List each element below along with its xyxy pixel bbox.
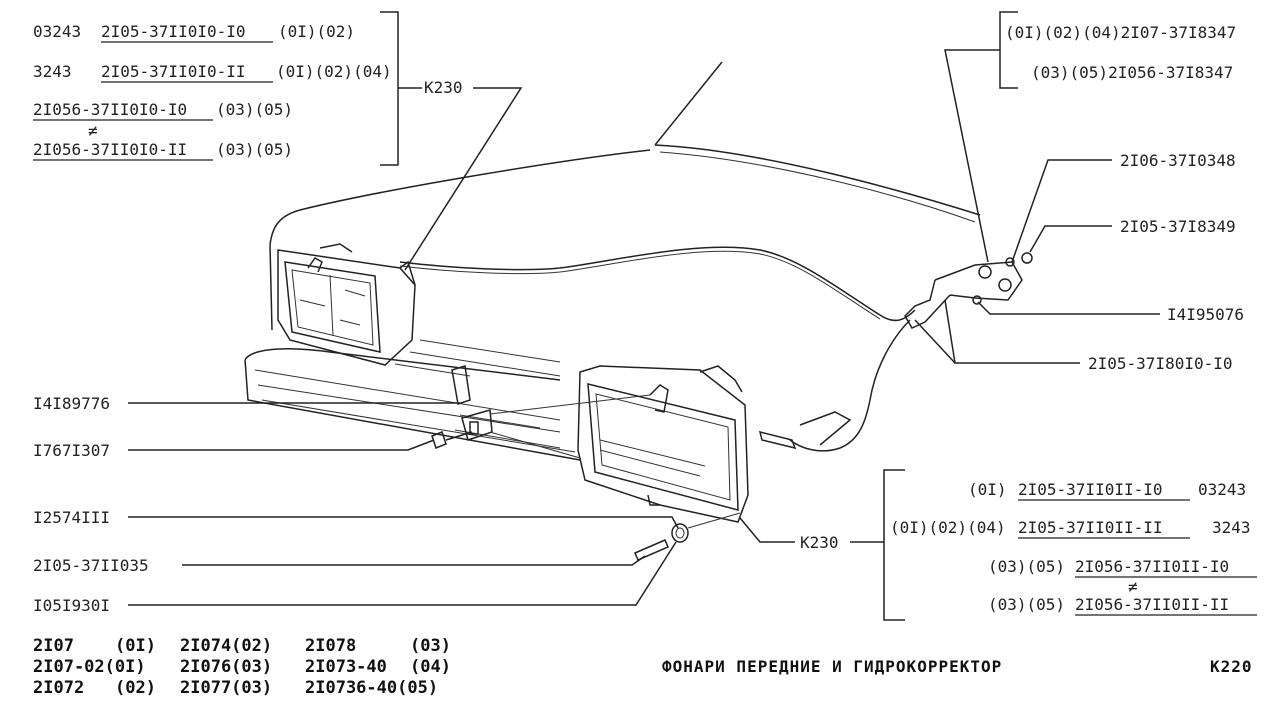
part-number: 2I05-37I80I0-I0 — [1088, 354, 1233, 373]
model-suffix: (03)(05) — [216, 100, 293, 119]
model-code: 2I07 — [33, 636, 74, 656]
part-number: I4I95076 — [1167, 305, 1244, 324]
models-legend: 2I07 (0I) 2I074(02) 2I078 (03) 2I07-02(0… — [33, 636, 451, 698]
part-number: 2I05-37II0II-II — [1018, 518, 1163, 537]
part-number: I767I307 — [33, 441, 110, 460]
reference-code: К230 — [800, 533, 839, 552]
model-suffix: (0I)(02) — [278, 22, 355, 41]
not-equal-mark: ≠ — [88, 121, 98, 140]
page-title: ФОНАРИ ПЕРЕДНИЕ И ГИДРОКОРРЕКТОР — [662, 657, 1002, 676]
part-number: 2I05-37II035 — [33, 556, 149, 575]
part-number: 2I056-37II0II-I0 — [1075, 557, 1229, 576]
corrector-cable — [399, 246, 1033, 452]
part-number: 2I05-37II0I0-II — [101, 62, 246, 81]
part-number: I4I89776 — [33, 394, 110, 413]
reference-code: К230 — [424, 78, 463, 97]
model-code: 2I077(03) — [180, 678, 272, 698]
model-code: 2I074(02) — [180, 636, 272, 656]
part-number: 2I06-37I0348 — [1120, 151, 1236, 170]
model-code: 2I076(03) — [180, 657, 272, 677]
model-prefix: (03)(05) — [988, 595, 1065, 614]
part-number: 2I05-37II0II-I0 — [1018, 480, 1163, 499]
model-index: (02) — [115, 678, 156, 698]
model-prefix: (0I) — [968, 480, 1007, 499]
part-number: (03)(05)2I056-37I8347 — [1031, 63, 1233, 82]
not-equal-mark: ≠ — [1128, 577, 1138, 596]
model-code: 2I07-02(0I) — [33, 657, 146, 677]
car-body-outline — [244, 61, 981, 461]
model-prefix: (03)(05) — [988, 557, 1065, 576]
model-suffix: (03)(05) — [216, 140, 293, 159]
part-number: I2574III — [33, 508, 110, 527]
left-headlamp — [277, 243, 416, 366]
part-number: 2I056-37II0I0-I0 — [33, 100, 187, 119]
right-headlamp — [577, 365, 749, 523]
top-right-callout-group: (0I)(02)(04)2I07-37I8347 (03)(05)2I056-3… — [944, 11, 1236, 263]
model-index: (0I) — [115, 636, 156, 656]
part-number: 2I056-37II0II-II — [1075, 595, 1229, 614]
part-number: 2I05-37I8349 — [1120, 217, 1236, 236]
model-index: (03) — [410, 636, 451, 656]
right-callouts: 2I06-37I0348 2I05-37I8349 I4I95076 2I05-… — [914, 151, 1244, 373]
page-code: К220 — [1210, 657, 1253, 676]
model-code: 2I073-40 — [305, 657, 387, 677]
model-code: 2I0736-40(05) — [305, 678, 438, 698]
prefix-code: 3243 — [33, 62, 72, 81]
left-callouts: I4I89776 I767I307 I2574III 2I05-37II035 … — [33, 394, 679, 615]
top-left-callout-group: 03243 2I05-37II0I0-I0 (0I)(02) 3243 2I05… — [33, 11, 523, 271]
model-prefix: (0I)(02)(04) — [890, 518, 1006, 537]
prefix-code: 3243 — [1212, 518, 1251, 537]
model-index: (04) — [410, 657, 451, 677]
model-code: 2I078 — [305, 636, 356, 656]
bottom-right-callout-group: К230 (0I) 2I05-37II0II-I0 03243 (0I)(02)… — [739, 469, 1257, 621]
model-suffix: (0I)(02)(04) — [276, 62, 392, 81]
part-number: I05I930I — [33, 596, 110, 615]
mounting-bracket — [431, 365, 651, 459]
part-number: 2I05-37II0I0-I0 — [101, 22, 246, 41]
part-number: 2I056-37II0I0-II — [33, 140, 187, 159]
part-number: (0I)(02)(04)2I07-37I8347 — [1005, 23, 1236, 42]
prefix-code: 03243 — [33, 22, 81, 41]
model-code: 2I072 — [33, 678, 84, 698]
adjusting-screw — [634, 512, 741, 561]
prefix-code: 03243 — [1198, 480, 1246, 499]
